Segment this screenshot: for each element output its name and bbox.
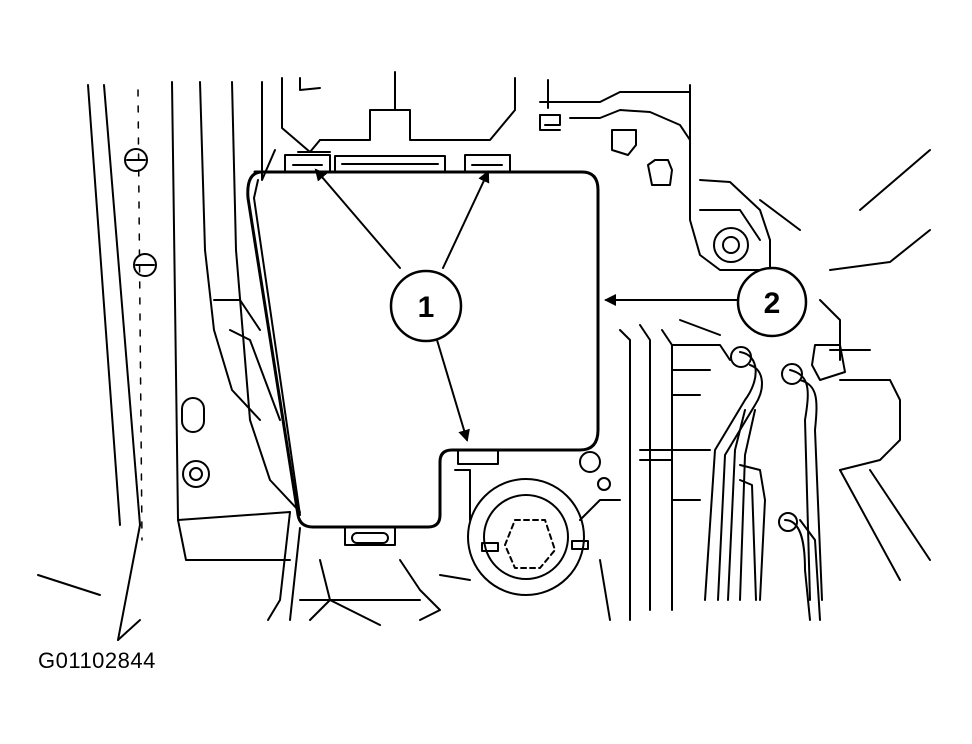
cover-tab-top-right (464, 154, 511, 173)
lower-structure (37, 511, 611, 641)
slot-hole (181, 397, 205, 433)
callout-1-label: 1 (418, 291, 435, 324)
cover-tab-top-left (284, 154, 331, 173)
callout-2: 2 (736, 266, 808, 338)
rivet-fastener (133, 253, 157, 277)
cover-center-channel (334, 155, 446, 173)
callout-2-label: 2 (764, 287, 781, 320)
upper-right-bracket (539, 79, 931, 271)
left-body-panel (87, 81, 301, 641)
top-bracket (281, 71, 516, 153)
upper-right-bolt (713, 227, 749, 263)
lower-clip (344, 527, 396, 546)
rivet-fastener (124, 148, 148, 172)
cover-tab-bottom (457, 449, 499, 465)
line-fitting (730, 344, 846, 532)
module-cover (246, 170, 600, 529)
reservoir-cap (454, 469, 621, 596)
figure-code: G01102844 (38, 648, 156, 673)
small-hole (579, 451, 611, 491)
bolt-head (182, 460, 210, 488)
callout-1: 1 (389, 269, 463, 343)
callout-1-leaders (314, 168, 490, 442)
brake-lines (619, 299, 931, 621)
